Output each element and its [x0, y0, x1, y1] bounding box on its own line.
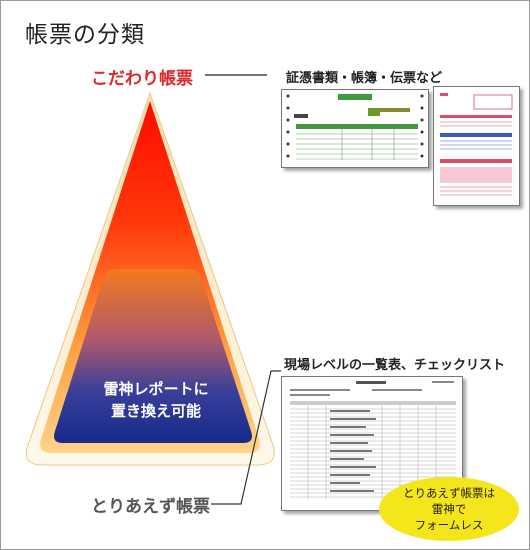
pyramid-top-label: こだわり帳票 [91, 69, 193, 89]
inner-text-line2: 置き換え可能 [110, 402, 201, 420]
checklist-thumbnail-graphic [290, 381, 456, 499]
pyramid-inner-text: 雷神レポートに 置き換え可能 [61, 378, 251, 422]
callout-line2: 雷神で [431, 502, 467, 516]
callout-line1: とりあえず帳票は [403, 486, 495, 500]
page-title: 帳票の分類 [25, 22, 145, 48]
formless-callout: とりあえず帳票は 雷神で フォームレス [379, 477, 519, 541]
inner-text-line1: 雷神レポートに [103, 380, 209, 398]
voucher-thumbnail-graphic [286, 94, 424, 160]
pyramid-inner [54, 269, 252, 443]
invoice-thumbnail-graphic [440, 93, 513, 196]
list-docs-caption: 現場レベルの一覧表、チェックリスト [284, 358, 506, 373]
invoice-thumbnail [433, 86, 520, 206]
callout-line3: フォームレス [414, 518, 484, 532]
voucher-thumbnail [281, 89, 429, 168]
formal-docs-caption: 証憑書類・帳簿・伝票など [286, 71, 443, 86]
pyramid-bottom-label: とりあえず帳票 [91, 497, 210, 517]
bottom-leader-line [211, 370, 281, 505]
